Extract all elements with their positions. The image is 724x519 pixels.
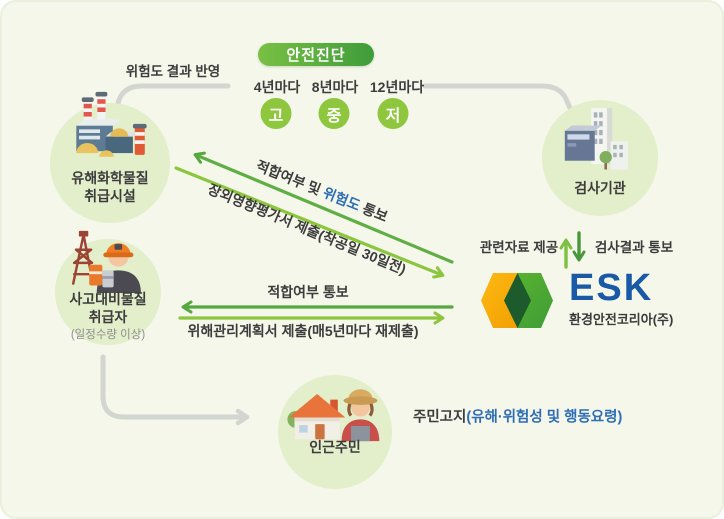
grade-circle-low: 저 [377,98,409,129]
facility-label: 유해화학물질 취급시설 [50,170,170,206]
node-hazardous-facility: 유해화학물질 취급시설 [50,91,170,223]
esk-company-name: 환경안전코리아(주) [569,312,674,328]
esk-wordmark: ESK [569,267,654,309]
handler-label: 사고대비물질 취급자 (일정수량 이상) [55,291,161,343]
inspection-result-label: 검사결과 통보 [594,240,674,255]
interval-label-4y: 4년마다 [253,79,301,95]
handler-quantity-note: (일정수량 이상) [70,328,146,341]
risk-result-connector-left [113,83,231,113]
residents-connector-arrow [100,354,250,426]
house-with-resident-icon [287,389,380,442]
risk-result-label: 위험도 결과 반영 [125,64,221,79]
conformity-notice-label: 적합여부 통보 [267,284,349,300]
node-inspection-agency: 검사기관 [542,100,658,216]
risk-result-connector-right [422,83,573,111]
agency-label: 검사기관 [574,180,626,196]
conformity-risk-arrow [193,151,454,264]
facility-label-line2: 취급시설 [84,187,136,204]
factory-icon [76,91,147,157]
resident-notice-label: 주민고지(유해·위험성 및 행동요령) [413,406,622,427]
grade-circle-medium: 중 [318,98,350,129]
esk-hexagon-emblem [481,273,553,328]
esk-logo-block: ESK 환경안전코리아(주) [479,267,674,329]
safety-diagnosis-badge: 안전진단 [258,43,374,66]
handler-label-line2: 취급자 [88,308,128,325]
related-data-label: 관련자료 제공 [479,240,559,255]
grade-circle-high: 고 [260,98,292,129]
resident-notice-detail: (유해·위험성 및 행동요령) [466,409,623,426]
resident-notice-main: 주민고지 [413,409,467,426]
esk-wordmark-block: ESK 환경안전코리아(주) [569,267,674,328]
interval-label-12y: 12년마다 [369,79,425,95]
office-buildings-icon [564,107,629,170]
handler-label-line1: 사고대비물질 [69,291,147,307]
worker-with-drums-icon [71,230,141,293]
interval-label-8y: 8년마다 [311,79,359,95]
residents-label: 인근주민 [309,439,361,455]
node-nearby-residents: 인근주민 [278,375,392,489]
risk-mgmt-plan-label: 위해관리계획서 제출(매5년마다 재제출) [187,323,419,339]
offsite-assessment-arrow [174,166,445,279]
facility-label-line1: 유해화학물질 [71,170,149,186]
node-accident-preparedness-handler: 사고대비물질 취급자 (일정수량 이상) [55,230,161,345]
